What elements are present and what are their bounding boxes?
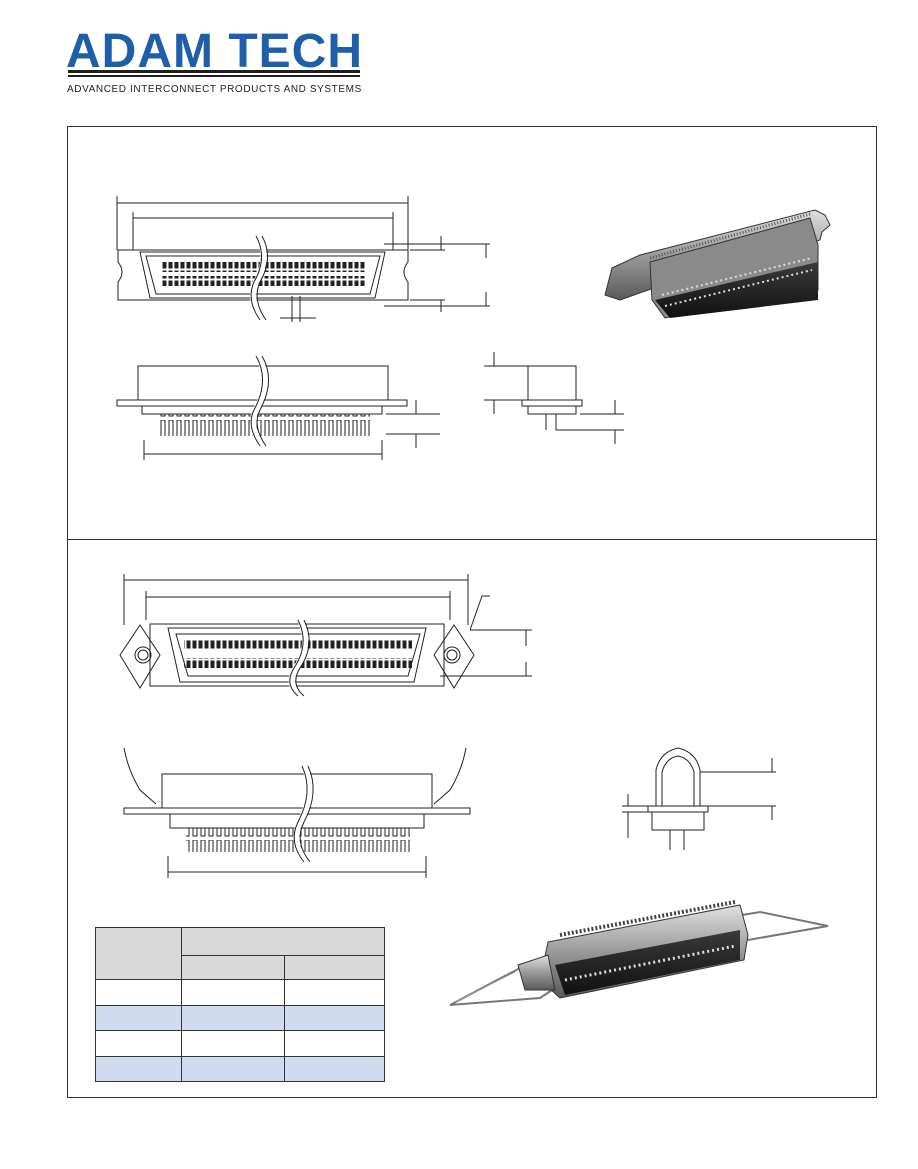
table-cell	[181, 979, 285, 1006]
table-cell	[284, 979, 385, 1006]
bottom-product-photo	[449, 900, 829, 1006]
drawing-frame	[67, 126, 877, 1098]
bottom-end-view	[622, 747, 776, 850]
table-cell	[95, 979, 182, 1006]
table-cell	[181, 1055, 285, 1082]
section-divider	[67, 539, 877, 540]
top-product-photo	[604, 209, 831, 319]
table-cell	[95, 1030, 182, 1057]
logo-rule	[68, 75, 360, 77]
company-logo: ADAM TECH	[66, 25, 362, 100]
table-cell	[284, 1030, 385, 1057]
logo-rule	[68, 70, 360, 73]
logo-text: ADAM TECH	[66, 25, 363, 78]
spec-table	[95, 927, 385, 1082]
top-front-view	[116, 196, 490, 322]
table-row	[95, 1055, 385, 1082]
table-subheader-cell	[181, 955, 285, 980]
table-cell	[95, 1055, 182, 1082]
table-cell	[284, 1055, 385, 1082]
bottom-front-view	[119, 574, 532, 699]
company-tagline: ADVANCED INTERCONNECT PRODUCTS AND SYSTE…	[67, 84, 362, 95]
table-cell	[284, 1004, 385, 1031]
table-row	[95, 1004, 385, 1031]
table-header-cell	[181, 927, 385, 956]
table-subheader-cell	[284, 955, 385, 980]
top-end-view	[484, 352, 624, 444]
bottom-side-view	[123, 747, 471, 878]
table-row	[95, 979, 385, 1006]
table-header-cell	[95, 927, 182, 980]
top-side-view	[116, 354, 440, 460]
table-cell	[181, 1004, 285, 1031]
table-cell	[181, 1030, 285, 1057]
table-cell	[95, 1004, 182, 1031]
table-row	[95, 1030, 385, 1057]
